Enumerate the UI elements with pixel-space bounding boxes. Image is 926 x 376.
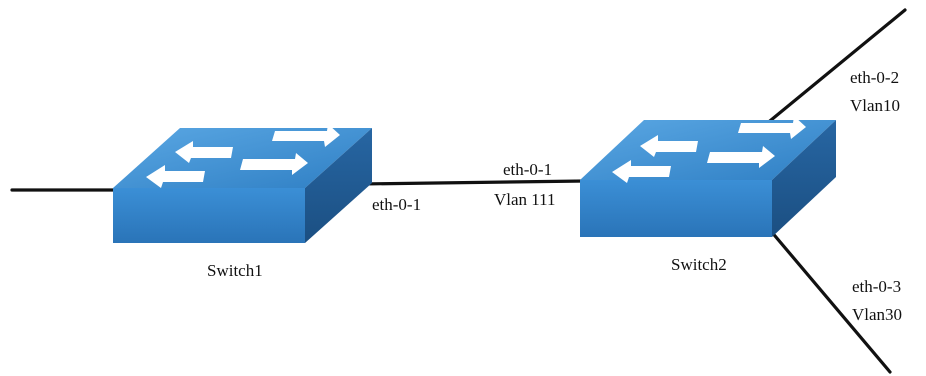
switch2-label: Switch2	[671, 255, 727, 274]
switch1-uplink-port-label: eth-0-1	[372, 195, 421, 214]
switch2-port2-vlan-label: Vlan10	[850, 96, 900, 115]
cable-switch2-port2	[763, 8, 907, 127]
switch2-port3-vlan-label: Vlan30	[852, 305, 902, 324]
cable-switch1-switch2	[358, 179, 587, 186]
cable-switch2-port3	[768, 228, 892, 374]
network-switch-icon	[580, 116, 836, 237]
arrows-icon	[612, 116, 806, 183]
switch1-front-face	[113, 188, 305, 243]
switch2-uplink-port-label: eth-0-1	[503, 160, 552, 179]
network-switch-icon	[113, 124, 372, 243]
switch1-side-face	[305, 128, 372, 243]
switch2-port3-label: eth-0-3	[852, 277, 901, 296]
switch2: Switch2	[580, 116, 836, 274]
switch1: Switch1	[113, 124, 372, 280]
switch1-label: Switch1	[207, 261, 263, 280]
arrows-icon	[146, 124, 340, 188]
switch2-top-face	[580, 120, 836, 180]
switch2-uplink-vlan-label: Vlan 111	[494, 190, 556, 209]
cables	[10, 8, 907, 374]
switch2-side-face	[772, 120, 836, 237]
switch2-port2-label: eth-0-2	[850, 68, 899, 87]
switch2-front-face	[580, 180, 772, 237]
